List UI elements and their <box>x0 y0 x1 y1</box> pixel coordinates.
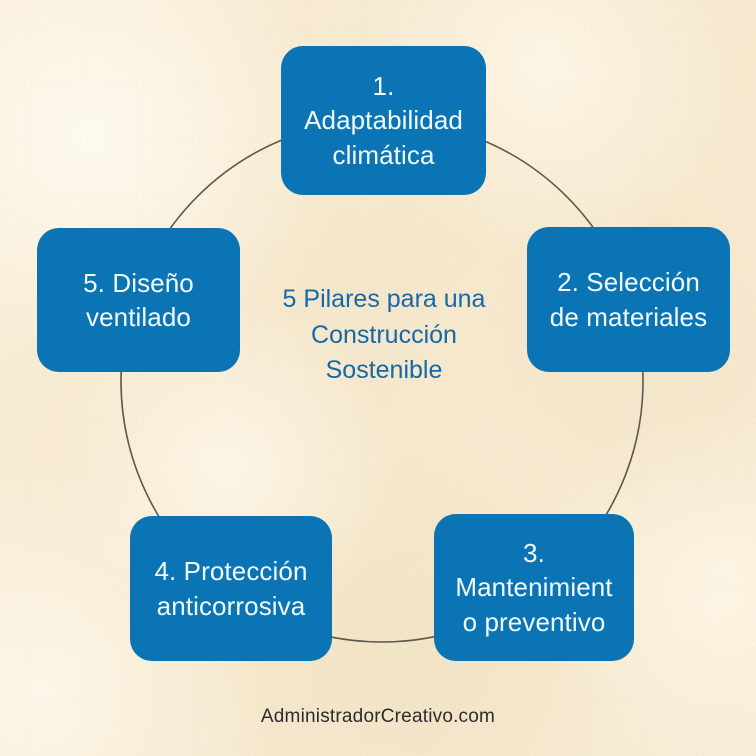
center-title: 5 Pilares para una Construcción Sostenib… <box>282 285 486 384</box>
pillar-label-4: 4. Protección anticorrosiva <box>154 556 308 621</box>
pillar-label-2: 2. Selección de materiales <box>549 267 708 332</box>
pillar-box-1-adaptabilidad-climatica[interactable]: 1. Adaptabilidad climática <box>281 46 486 195</box>
pillar-box-4-proteccion-anticorrosiva[interactable]: 4. Protección anticorrosiva <box>130 516 332 661</box>
pillar-label-1: 1. Adaptabilidad climática <box>304 71 463 170</box>
footer-credit: AdministradorCreativo.com <box>260 706 496 727</box>
pillar-label-3: 3. Mantenimient o preventivo <box>455 538 613 637</box>
pillar-label-5: 5. Diseño ventilado <box>83 267 194 332</box>
pillar-box-3-mantenimiento-preventivo[interactable]: 3. Mantenimient o preventivo <box>434 514 634 661</box>
pillar-box-2-seleccion-de-materiales[interactable]: 2. Selección de materiales <box>527 227 730 372</box>
pillar-box-5-diseno-ventilado[interactable]: 5. Diseño ventilado <box>37 228 240 372</box>
